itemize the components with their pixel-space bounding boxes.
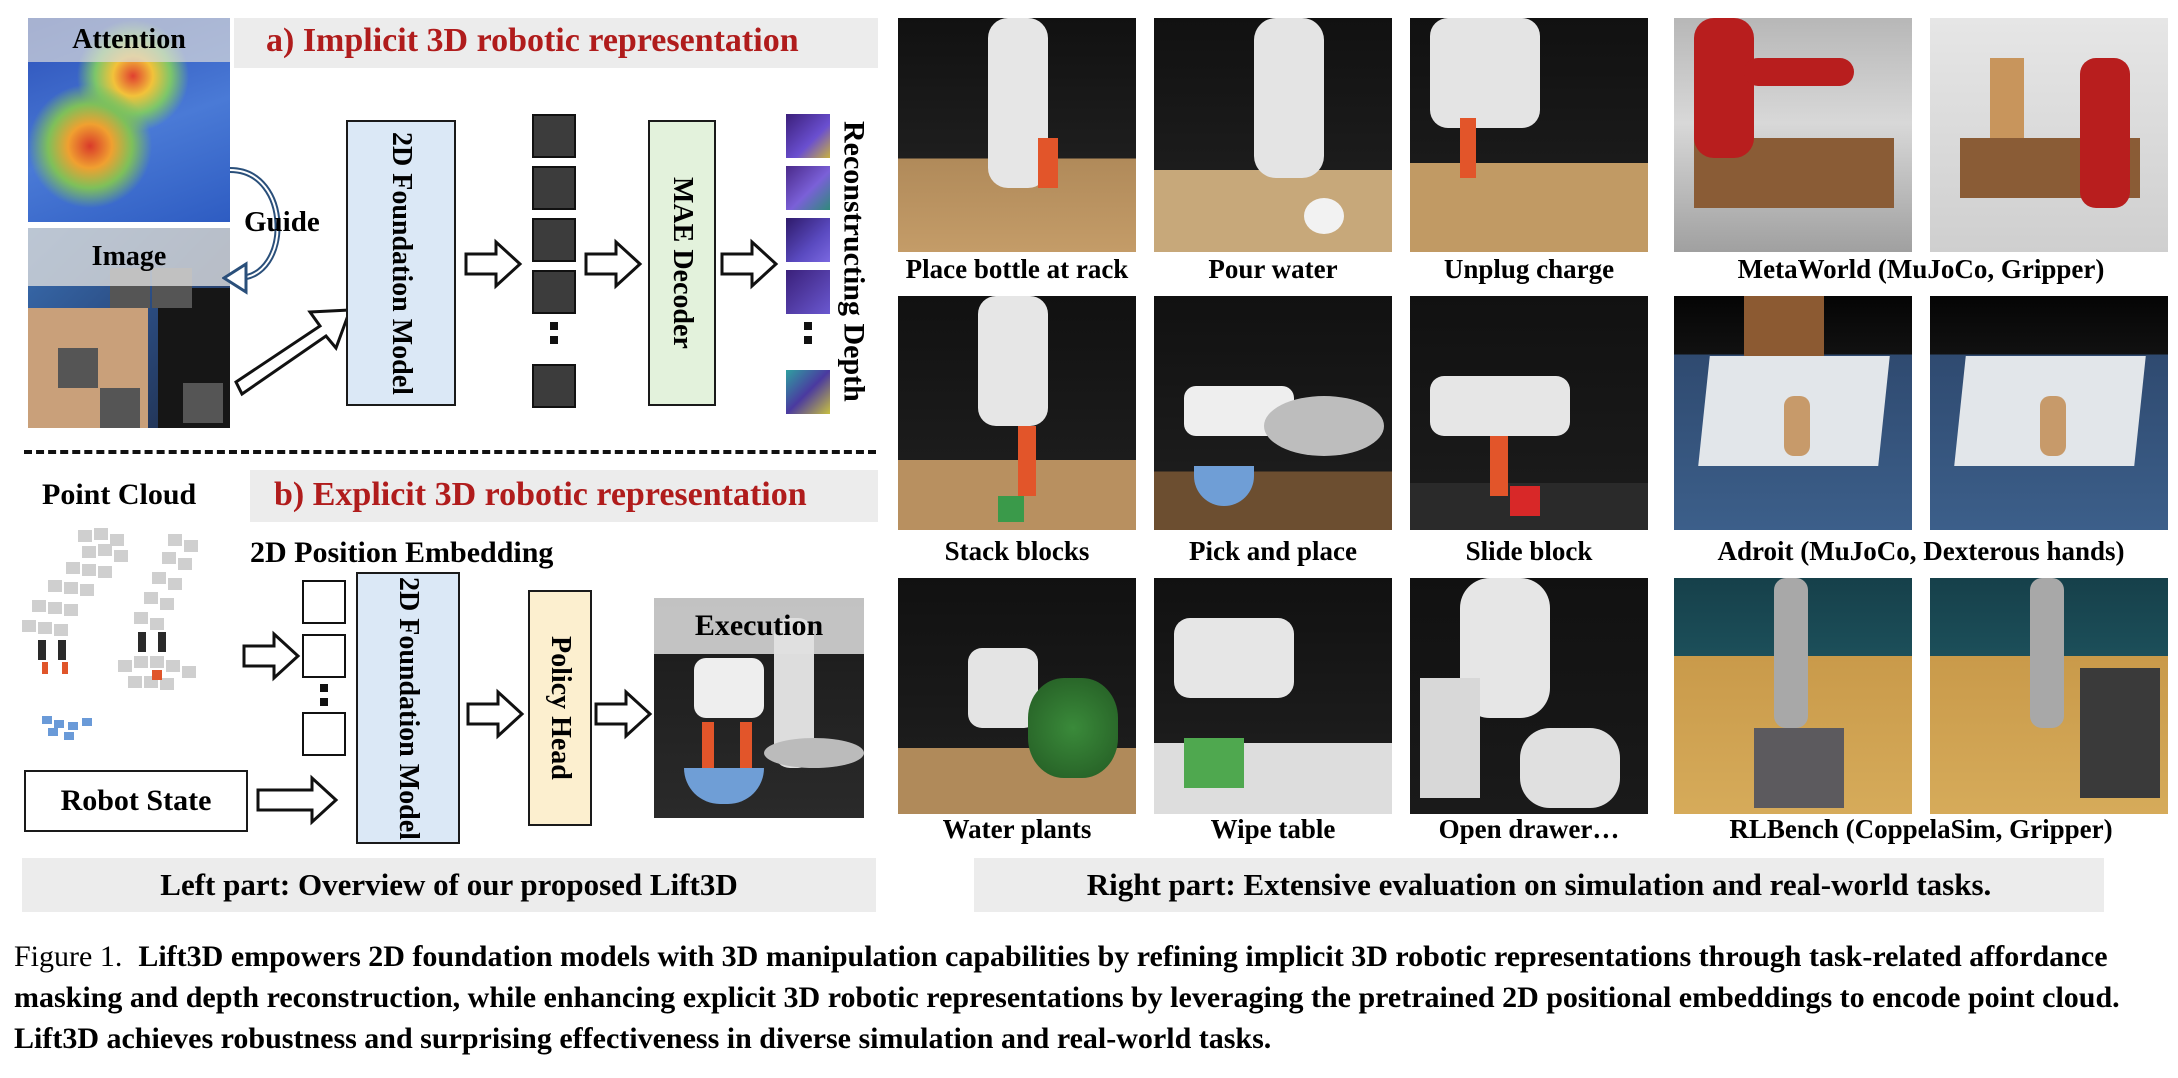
ellipsis-dot [804, 322, 812, 330]
attention-label: Attention [28, 18, 230, 62]
depth-tile [786, 166, 830, 210]
token [302, 580, 346, 624]
image-label: Image [28, 228, 230, 286]
right-arrow-icon [720, 238, 779, 290]
token [532, 364, 576, 408]
guide-label: Guide [244, 206, 320, 238]
token [532, 270, 576, 314]
task-photo [1410, 578, 1648, 814]
gripper-finger [702, 722, 714, 772]
right-footer-bar [974, 858, 2104, 912]
task-photo [898, 18, 1136, 252]
policy-head: Policy Head [528, 590, 592, 826]
right-arrow-icon [594, 688, 653, 740]
right-arrow-icon [242, 630, 301, 682]
section-b-header [250, 470, 878, 522]
section-divider [24, 450, 876, 454]
right-arrow-icon [466, 688, 525, 740]
task-photo [898, 578, 1136, 814]
right-arrow-icon [584, 238, 643, 290]
task-caption: Open drawer… [1438, 814, 1620, 844]
input-arrow-icon [234, 308, 353, 397]
figure-label: Figure 1. [14, 940, 123, 973]
mask-patch [183, 383, 223, 423]
section-a-title: a) Implicit 3D robotic representation [266, 22, 799, 59]
token [302, 712, 346, 756]
task-caption: Pour water [1208, 254, 1338, 284]
left-footer-bar [22, 858, 876, 912]
token [532, 114, 576, 158]
task-photo [1154, 296, 1392, 530]
grey-plate [764, 738, 864, 768]
sim-photo [1930, 18, 2168, 252]
sim-photo [1674, 18, 1912, 252]
point-cloud-image [22, 528, 198, 740]
depth-tile [786, 114, 830, 158]
task-photo [1154, 578, 1392, 814]
robot-gripper [694, 658, 764, 718]
masked-image: Image [28, 228, 230, 428]
ellipsis-dot [320, 698, 328, 706]
task-photo [898, 296, 1136, 530]
token [532, 218, 576, 262]
left-footer: Left part: Overview of our proposed Lift… [160, 867, 738, 902]
token [302, 634, 346, 678]
position-embedding-label: 2D Position Embedding [250, 536, 554, 569]
gripper-finger [740, 722, 752, 772]
task-caption: Place bottle at rack [905, 254, 1129, 284]
mask-patch [58, 348, 98, 388]
mae-decoder: MAE Decoder [648, 120, 716, 406]
foundation-model-b: 2D Foundation Model [356, 572, 460, 844]
attention-heatmap: Attention [28, 18, 230, 222]
ellipsis-dot [550, 322, 558, 330]
foundation-model-a: 2D Foundation Model [346, 120, 456, 406]
mask-patch [100, 388, 140, 428]
execution-label: Execution [654, 598, 864, 654]
robot-state-box: Robot State [24, 770, 248, 832]
guide-arrow-icon [222, 167, 281, 295]
figure-caption: Figure 1.Lift3D empowers 2D foundation m… [14, 936, 2164, 1059]
task-caption: Slide block [1465, 536, 1593, 566]
ellipsis-dot [804, 336, 812, 344]
ellipsis-dot [550, 336, 558, 344]
task-photo [1154, 18, 1392, 252]
section-b-title: b) Explicit 3D robotic representation [274, 476, 807, 513]
task-caption: Pick and place [1188, 536, 1357, 566]
task-caption: Unplug charge [1443, 254, 1615, 284]
sim-photo [1674, 296, 1912, 530]
sim-photo [1930, 296, 2168, 530]
right-arrow-icon [464, 238, 523, 290]
sim-caption: Adroit (MuJoCo, Dexterous hands) [1717, 536, 2125, 566]
sim-photo [1674, 578, 1912, 814]
token [532, 166, 576, 210]
depth-tile [786, 270, 830, 314]
task-caption: Water plants [942, 814, 1092, 844]
sim-caption: MetaWorld (MuJoCo, Gripper) [1737, 254, 2105, 284]
sim-caption: RLBench (CoppelaSim, Gripper) [1729, 814, 2113, 844]
point-cloud-label: Point Cloud [42, 478, 197, 511]
task-caption: Wipe table [1210, 814, 1336, 844]
task-photo [1410, 296, 1648, 530]
caption-text: Lift3D empowers 2D foundation models wit… [14, 940, 2120, 1055]
blue-bowl [684, 768, 764, 804]
right-footer: Right part: Extensive evaluation on simu… [1086, 867, 1992, 902]
section-a-header [234, 18, 878, 68]
ellipsis-dot [320, 684, 328, 692]
right-arrow-icon [256, 774, 339, 826]
task-caption: Stack blocks [944, 536, 1090, 566]
reconstructing-depth-label: Reconstructing Depth [837, 120, 871, 402]
task-photo [1410, 18, 1648, 252]
depth-tile [786, 370, 830, 414]
execution-image: Execution [654, 598, 864, 818]
depth-tile [786, 218, 830, 262]
sim-photo [1930, 578, 2168, 814]
